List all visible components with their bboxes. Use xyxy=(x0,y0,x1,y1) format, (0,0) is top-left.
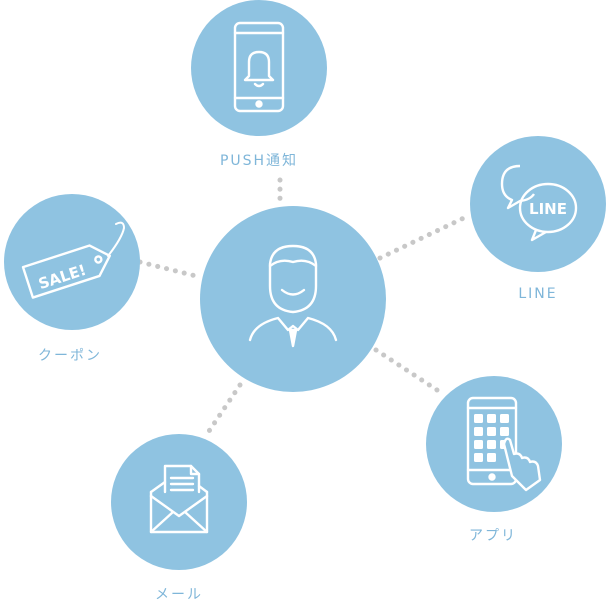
label-push: PUSH通知 xyxy=(219,153,299,169)
tablet-app-grid-icon xyxy=(466,396,542,492)
person-icon xyxy=(248,244,338,348)
smartphone-bell-icon xyxy=(233,21,285,113)
node-coupon: SALE! xyxy=(4,194,140,330)
line-icon-text: LINE xyxy=(529,200,567,218)
hub-node xyxy=(200,206,386,392)
sale-tag-icon: SALE! xyxy=(21,221,126,299)
connector-mail xyxy=(202,382,243,440)
node-push xyxy=(191,0,327,136)
finger-icon xyxy=(502,437,542,492)
envelope-letter-icon xyxy=(149,464,209,534)
connector-app xyxy=(373,347,440,393)
node-app xyxy=(426,376,562,512)
label-app: アプリ xyxy=(469,528,517,544)
line-chat-bubbles-icon: LINE xyxy=(500,164,578,242)
label-coupon: クーポン xyxy=(38,348,102,364)
node-line: LINE xyxy=(470,136,606,272)
connector-coupon xyxy=(137,259,203,280)
label-line: LINE xyxy=(518,286,558,302)
node-mail xyxy=(111,434,247,570)
connector-line xyxy=(377,213,471,261)
label-mail: メール xyxy=(155,587,203,603)
